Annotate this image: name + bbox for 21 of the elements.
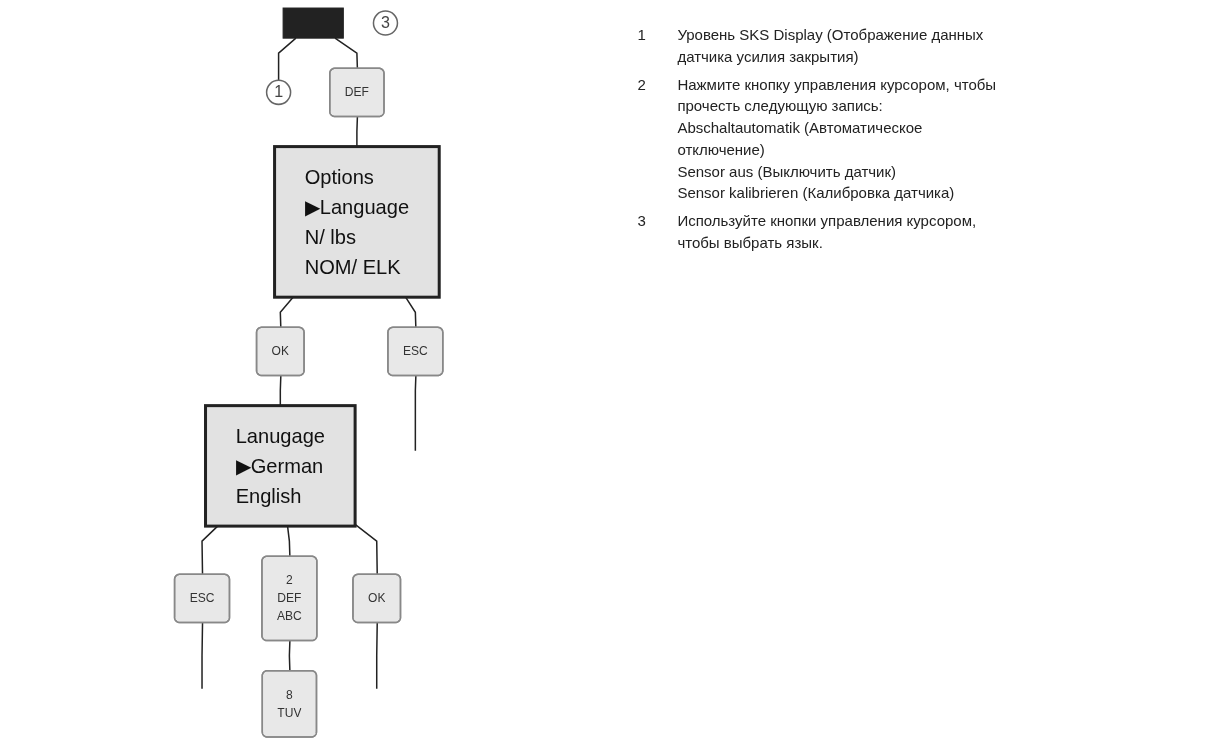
item-number: 3 xyxy=(637,211,647,231)
item-number: 2 xyxy=(637,74,647,95)
note-text: Abschaltautomatik (Автоматическое отключение) xyxy=(677,118,924,160)
note-text: Нажмите кнопку управления курсором, чтобы прочесть следующую запись: xyxy=(677,74,998,117)
note-text: Уровень SKS Display (Отображение данных датчика усилия закрытия) xyxy=(677,25,985,67)
connector xyxy=(277,37,297,82)
node-box: Options ▶Language N/ lbs NOM/ ELK xyxy=(273,145,441,299)
note-text: Sensor kalibrieren (Калибровка датчика) xyxy=(677,183,956,204)
node-circle: 1 xyxy=(265,79,292,106)
node-circle: 3 xyxy=(372,10,399,36)
note-text: Используйте кнопки управления курсором, чтобы выбрать язык. xyxy=(677,211,978,253)
connector xyxy=(414,375,417,452)
connector xyxy=(334,37,359,70)
node-bar xyxy=(282,7,344,39)
connector xyxy=(201,622,204,690)
connector xyxy=(288,640,291,672)
connector xyxy=(375,622,378,690)
item-number: 1 xyxy=(637,25,647,45)
connector xyxy=(354,523,378,576)
node-box: Lanugage ▶German English xyxy=(204,404,357,528)
note-text: Sensor aus (Выключить датчик) xyxy=(677,161,898,182)
